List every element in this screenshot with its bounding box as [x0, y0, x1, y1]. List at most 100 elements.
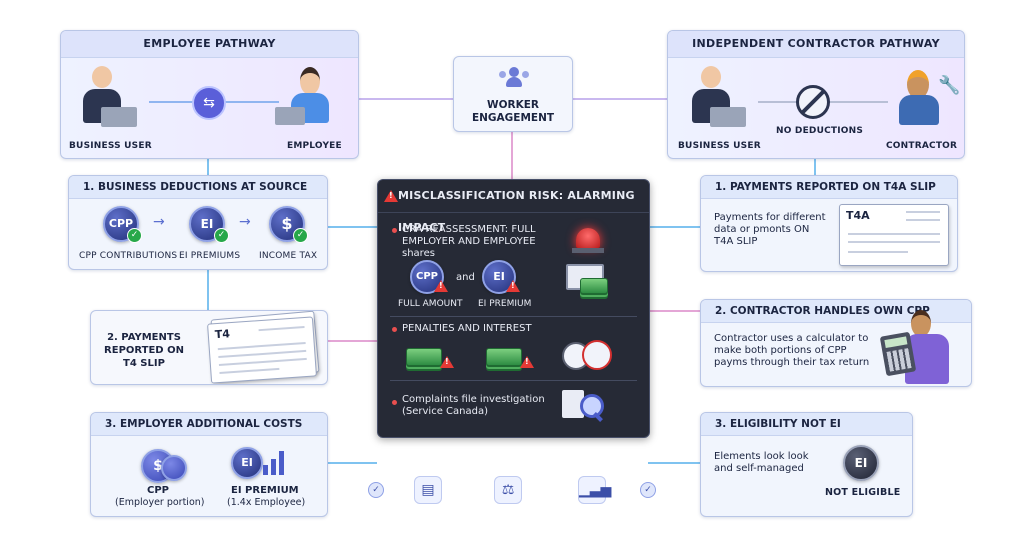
- connector-risk-left2: [326, 340, 377, 342]
- t4a-slip-icon: T4A: [839, 204, 949, 266]
- emp-step2-card: 2. PAYMENTS REPORTED ON T4 SLIP T4: [90, 310, 328, 385]
- connector-emp-step-down: [207, 268, 209, 310]
- emp-step1-card: 1. BUSINESS DEDUCTIONS AT SOURCE CPP ✓ →…: [68, 175, 328, 270]
- document-check-icon: ▤: [414, 476, 442, 504]
- emp-step3-title: 3. EMPLOYER ADDITIONAL COSTS: [91, 413, 327, 436]
- coin-stack-icon-2: [161, 455, 187, 481]
- risk-divider-1: [390, 316, 637, 317]
- ei-check-icon: ✓: [214, 228, 229, 243]
- employee-label: EMPLOYEE: [287, 141, 342, 151]
- bullet-1: [392, 228, 397, 233]
- con-step3-title: 3. ELIGIBILITY NOT EI: [701, 413, 912, 436]
- wrench-icon: 🔧: [938, 75, 961, 96]
- tax-check-icon: ✓: [293, 228, 308, 243]
- income-tax-coin-icon: $: [269, 206, 305, 242]
- no-deductions-label: NO DEDUCTIONS: [776, 126, 864, 136]
- risk-item-1: CRA REASSESSMENT: FULL EMPLOYER AND EMPL…: [402, 224, 536, 259]
- money-stack-icon-1: [406, 348, 442, 366]
- connector-con-down: [814, 157, 816, 175]
- laptop-icon: [101, 107, 137, 127]
- chart-growth-icon: ▁▃▅: [578, 476, 611, 504]
- money-warning-icon-2: [520, 356, 534, 368]
- people-group-icon: [499, 67, 529, 89]
- risk-item-3: Complaints file investigation (Service C…: [402, 394, 545, 417]
- employee-pathway-panel: EMPLOYEE PATHWAY BUSINESS USER ⇆ EMPLOYE…: [60, 30, 359, 159]
- con-step1-card: 1. PAYMENTS REPORTED ON T4A SLIP Payment…: [700, 175, 958, 272]
- contractor-body: [899, 95, 939, 125]
- document-search-icon: [562, 388, 606, 422]
- warning-icon: [384, 190, 398, 202]
- con-step2-text: Contractor uses a calculator to make bot…: [714, 333, 870, 368]
- contractor-pathway-title: INDEPENDENT CONTRACTOR PATHWAY: [668, 31, 964, 58]
- money-stack-icon-2: [486, 348, 522, 366]
- connector-bottom: [326, 462, 377, 464]
- t4-slip-label: T4: [214, 327, 231, 342]
- risk-divider-2: [390, 380, 637, 381]
- connector-top-left: [358, 98, 453, 100]
- connector-risk-left: [326, 226, 377, 228]
- bullet-2: [392, 327, 397, 332]
- bottom-check-icon-1: ✓: [368, 482, 384, 498]
- connector-risk-right: [648, 226, 700, 228]
- connector-risk-right2: [648, 310, 700, 312]
- income-tax-label: INCOME TAX: [259, 251, 318, 261]
- misclassification-risk-panel: MISCLASSIFICATION RISK: ALARMING IMPACT …: [377, 179, 650, 438]
- employee-pathway-title: EMPLOYEE PATHWAY: [61, 31, 358, 58]
- contractor-business-user-label: BUSINESS USER: [678, 141, 761, 151]
- risk-item-2: PENALTIES AND INTEREST: [402, 323, 532, 334]
- business-user-head: [92, 66, 112, 88]
- emp-step2-title: 2. PAYMENTS REPORTED ON T4 SLIP: [104, 332, 184, 369]
- con-step3-card: 3. ELIGIBILITY NOT EI Elements look look…: [700, 412, 913, 517]
- no-entry-icon: [796, 85, 830, 119]
- ei-premium-sub: (1.4x Employee): [227, 497, 306, 508]
- emp-step1-title: 1. BUSINESS DEDUCTIONS AT SOURCE: [69, 176, 327, 199]
- alarm-siren-icon: [568, 222, 608, 254]
- con-step2-card: 2. CONTRACTOR HANDLES OWN CPP Contractor…: [700, 299, 972, 387]
- arrow-icon: →: [153, 214, 165, 230]
- t4-slip-icon: T4: [207, 316, 317, 384]
- growth-chart-icon: [261, 445, 291, 475]
- scales-icon: ⚖: [494, 476, 522, 504]
- ei-not-eligible-icon: EI: [843, 445, 879, 481]
- connector-emp-down: [207, 157, 209, 175]
- cpp-employer-sub: (Employer portion): [115, 497, 205, 508]
- full-amount-label: FULL AMOUNT: [398, 299, 463, 309]
- connector-bottom-right: [648, 462, 700, 464]
- contractor-pathway-panel: INDEPENDENT CONTRACTOR PATHWAY BUSINESS …: [667, 30, 965, 159]
- con-step2-title: 2. CONTRACTOR HANDLES OWN CPP: [701, 300, 971, 323]
- con-step1-title: 1. PAYMENTS REPORTED ON T4A SLIP: [701, 176, 957, 199]
- contractor-laptop-icon: [710, 107, 746, 127]
- ei-warning-icon: [506, 280, 520, 292]
- con-step3-text: Elements look look and self-managed: [714, 451, 809, 474]
- worker-engagement-box: WORKER ENGAGEMENT: [453, 56, 573, 132]
- laptop-money-icon: [562, 262, 608, 296]
- employee-laptop-icon: [275, 107, 305, 125]
- t4a-slip-label: T4A: [846, 209, 870, 222]
- transfer-icon: ⇆: [192, 86, 226, 120]
- cpp-contributions-label: CPP CONTRIBUTIONS: [79, 251, 178, 261]
- ei-premium-label: EI PREMIUM: [231, 485, 299, 496]
- clock-icon-2: [582, 340, 612, 370]
- cpp-warning-icon: [434, 280, 448, 292]
- connector-top-right: [571, 98, 667, 100]
- bullet-3: [392, 400, 397, 405]
- cpp-employer-label: CPP: [147, 485, 169, 496]
- worker-engagement-label: WORKER ENGAGEMENT: [471, 99, 555, 124]
- cpp-check-icon: ✓: [127, 228, 142, 243]
- money-warning-icon-1: [440, 356, 454, 368]
- ei-premium-risk-label: EI PREMIUM: [478, 299, 532, 309]
- not-eligible-label: NOT ELIGIBLE: [825, 487, 901, 498]
- bottom-check-icon-2: ✓: [640, 482, 656, 498]
- and-label: and: [456, 272, 475, 283]
- con-step1-text: Payments for different data or pmonts ON…: [714, 212, 826, 247]
- calc-person-head: [911, 310, 931, 337]
- arrow-icon-2: →: [239, 214, 251, 230]
- risk-title: MISCLASSIFICATION RISK: ALARMING IMPACT: [378, 180, 649, 234]
- connector-center-down: [511, 130, 513, 179]
- emp-step3-card: 3. EMPLOYER ADDITIONAL COSTS $ CPP (Empl…: [90, 412, 328, 517]
- ei-premium-coin-icon: EI: [231, 447, 263, 479]
- employee-business-user-label: BUSINESS USER: [69, 141, 152, 151]
- contractor-head: [907, 70, 929, 99]
- employee-head: [300, 67, 320, 95]
- contractor-business-user-head: [701, 66, 721, 88]
